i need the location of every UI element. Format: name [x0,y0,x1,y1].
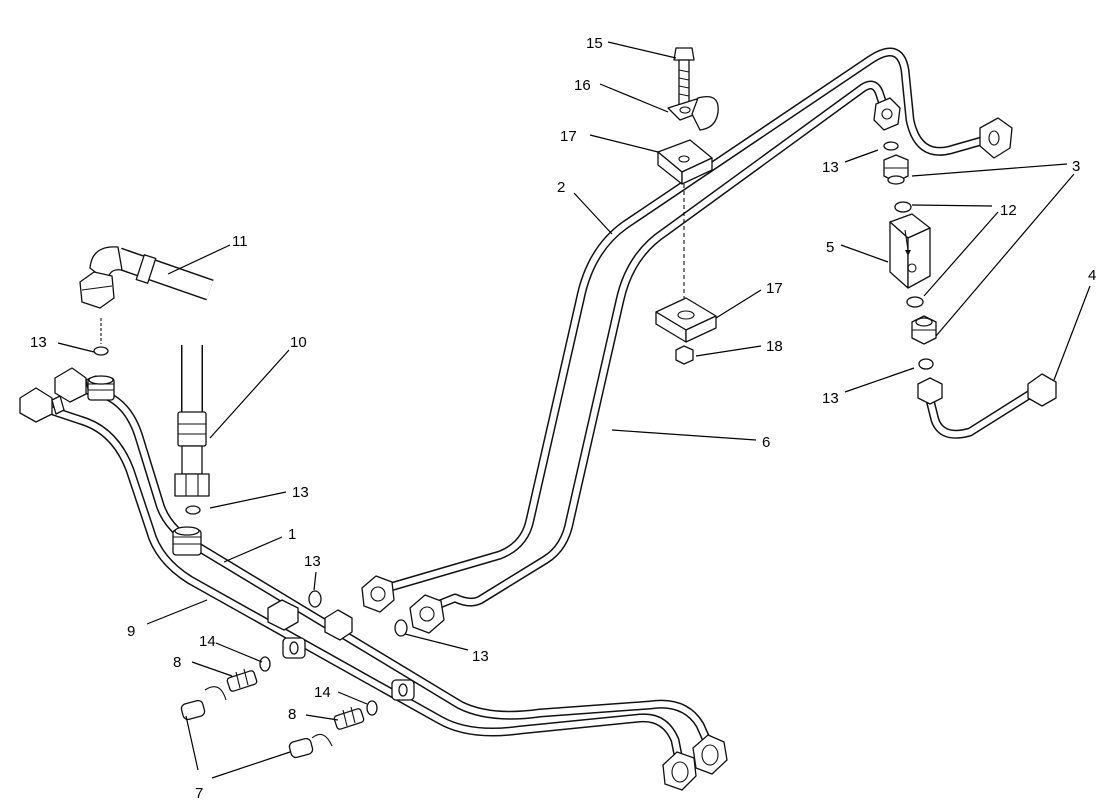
callout-13-hose-11: 13 [30,334,47,351]
adapter-3-upper [883,154,909,185]
callout-12: 12 [1000,202,1017,219]
callout-5: 5 [826,239,834,256]
callout-7: 7 [195,785,203,802]
callout-8-a: 8 [173,654,181,671]
callout-13-center-1: 13 [304,553,321,570]
tee-fitting-lower [172,526,202,556]
valve-block-5 [889,213,931,289]
adapter-3-lower [911,315,937,345]
tube-line-4 [923,383,1045,439]
tube-nut-far-right [979,117,1013,159]
test-port-8a [226,668,258,692]
callout-10: 10 [290,334,307,351]
callout-4: 4 [1088,267,1096,284]
clamp-half-17-lower [655,297,717,343]
o-ring-12-lower [906,296,924,308]
o-ring-13-hose-11 [93,346,109,356]
tube-line-1 [65,380,717,757]
tube-line-2 [375,47,990,595]
callout-14-b: 14 [314,684,331,701]
callout-13-hose-10: 13 [292,484,309,501]
o-ring-13-upper-right [883,141,899,151]
callout-9: 9 [127,623,135,640]
adapter-fitting-center-2 [324,609,353,641]
callout-13-lower-right: 13 [822,390,839,407]
tube-nut-line-6 [409,594,445,634]
hose-10 [174,345,210,497]
o-ring-13-hose-10 [185,505,201,515]
o-ring-14-b [366,700,378,716]
callout-2: 2 [557,179,565,196]
tee-fitting-upper [87,375,115,401]
nut-18 [675,345,694,365]
tube-nut-line-4-lower [1027,373,1057,407]
clamp-half-17-upper [657,139,713,185]
tube-nut-line-2 [361,575,395,613]
o-ring-13-center-1 [308,590,322,608]
left-tube-fitting-lower [19,387,65,423]
callout-13-center-2: 13 [472,648,489,665]
o-ring-14-a [259,656,271,672]
callout-14-a: 14 [199,633,216,650]
callout-16: 16 [574,77,591,94]
clamp-plate-16 [667,95,719,131]
callout-17-upper: 17 [560,128,577,145]
o-ring-12-upper [894,201,912,213]
tube-line-6 [420,80,890,615]
dust-cap-7a [180,686,227,721]
callout-11: 11 [232,233,248,250]
tube-nut-upper-right [873,97,901,131]
tube-nut-line-4-upper [917,377,943,405]
tube-end-nut-right-2 [692,734,728,775]
hose-11 [79,246,214,309]
callout-6: 6 [762,434,770,451]
tube-line-9 [30,400,685,770]
o-ring-13-center-2 [394,619,408,637]
callout-labels: 15 16 17 17 18 2 3 12 13 5 4 13 6 11 10 … [30,35,1096,802]
callout-8-b: 8 [288,706,296,723]
tube-end-nut-right-1 [662,751,697,791]
coupling-body-1 [282,637,306,659]
leader-lines [57,41,1091,779]
callout-18: 18 [766,338,783,355]
adapter-fitting-center-1 [267,599,299,631]
o-ring-13-lower-right [918,358,934,370]
callout-13-upper-right: 13 [822,159,839,176]
callout-17-lower: 17 [766,280,783,297]
test-port-8b [333,706,365,730]
callout-3: 3 [1072,158,1080,175]
callout-15: 15 [586,35,603,52]
coupling-body-2 [391,679,415,701]
callout-1: 1 [288,526,296,543]
dust-cap-7b [288,733,333,759]
